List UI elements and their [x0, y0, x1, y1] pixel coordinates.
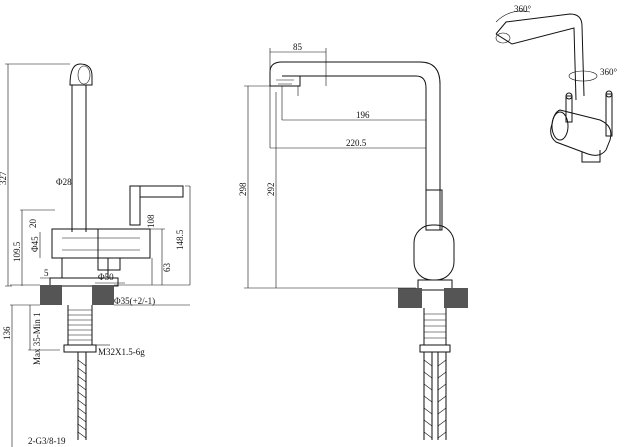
countertop-seal-right: [92, 285, 114, 305]
dim-thread: M32X1.5-6g: [98, 347, 145, 357]
dim-85: 85: [293, 42, 303, 52]
dim-d50: Φ50: [98, 272, 114, 282]
dim-63: 63: [162, 263, 172, 273]
dim-max-min: Max 35-Min 1: [32, 313, 42, 366]
dim-20: 20: [28, 219, 38, 229]
dim-298: 298: [238, 182, 248, 196]
dim-108: 108: [146, 214, 156, 228]
dim-d35: Φ35(+2/-1): [114, 296, 155, 306]
dim-292: 292: [266, 183, 276, 197]
countertop-seal-front-right: [444, 288, 468, 308]
supply-hose-side: [77, 352, 87, 440]
perspective-view: 360° 360°: [495, 4, 618, 163]
dim-109-5: 109.5: [12, 241, 22, 262]
rotation-arc-top: [495, 10, 531, 23]
front-view: 85 196 220.5 298 292: [238, 42, 468, 440]
dim-136: 136: [2, 326, 12, 340]
dim-327: 327: [0, 171, 8, 185]
dim-220-5: 220.5: [346, 138, 367, 148]
dim-d28: Φ28: [56, 177, 72, 187]
rotation-ring-mid: [568, 70, 598, 82]
side-view: 327 Φ28 20 Φ45 109.5 108 148.5 63 Φ50 5 …: [0, 63, 191, 447]
rot-top-label: 360°: [514, 4, 532, 14]
dim-5: 5: [44, 268, 49, 278]
dim-d45: Φ45: [30, 236, 40, 252]
dim-148-5: 148.5: [175, 229, 185, 250]
dim-196: 196: [356, 110, 370, 120]
rot-mid-label: 360°: [600, 67, 618, 77]
countertop-seal-left: [40, 285, 62, 305]
countertop-seal-front-left: [398, 288, 422, 308]
dim-hose-thread: 2-G3/8-19: [28, 436, 66, 446]
